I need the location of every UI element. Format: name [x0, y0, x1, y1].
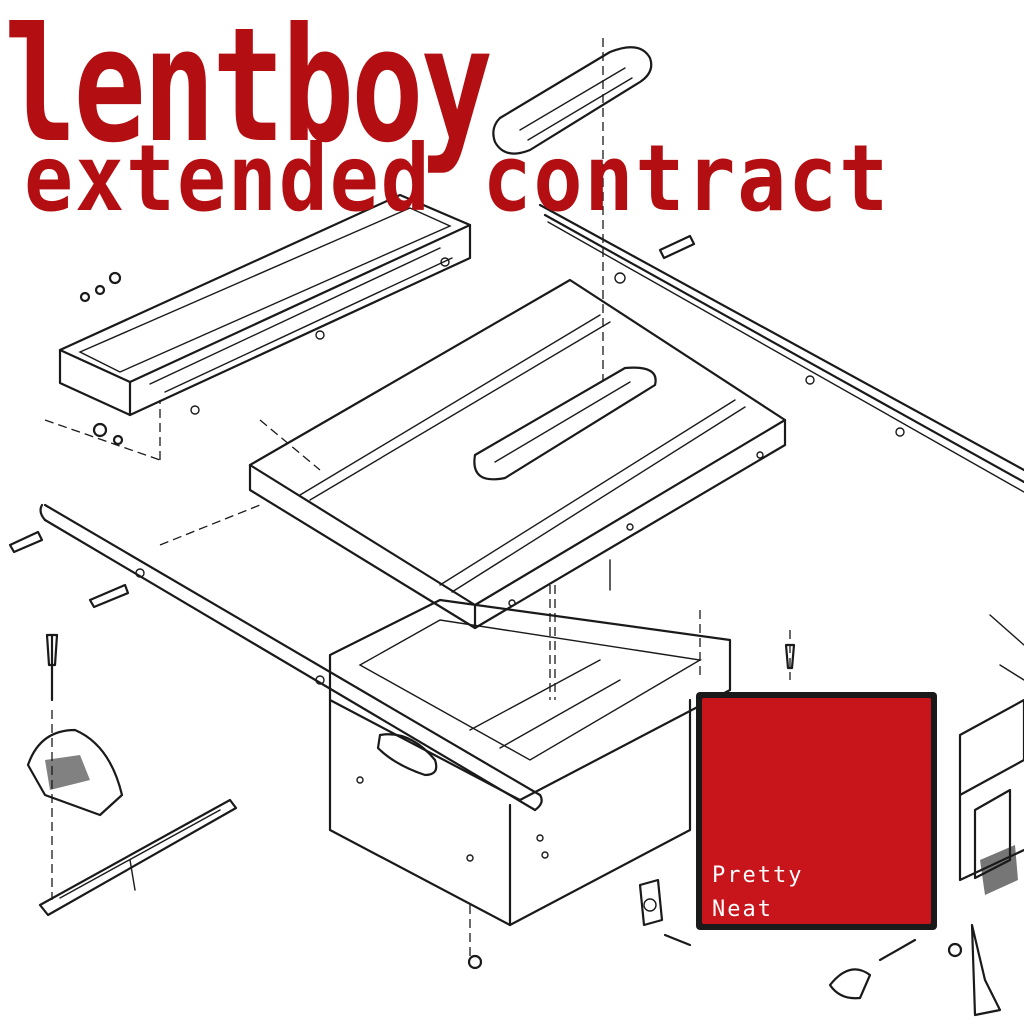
table-saw-diagram	[8, 38, 1024, 1017]
badge-line-1: Pretty	[712, 863, 803, 888]
extension-wing	[58, 193, 472, 417]
artist-name: lentboy	[4, 0, 490, 178]
hardware	[8, 234, 1002, 1017]
table-top	[248, 278, 787, 630]
cabinet	[328, 585, 732, 927]
miter-gauge	[26, 633, 238, 917]
leader-lines	[44, 400, 701, 891]
badge-panel	[702, 698, 931, 924]
album-title: extended contract	[24, 125, 890, 232]
blade-guard	[492, 38, 653, 380]
badge: Pretty Neat	[696, 692, 937, 930]
badge-line-2: Neat	[712, 897, 773, 922]
front-rail	[39, 503, 543, 812]
rear-rail	[538, 203, 1024, 493]
right-assembly	[958, 614, 1024, 895]
